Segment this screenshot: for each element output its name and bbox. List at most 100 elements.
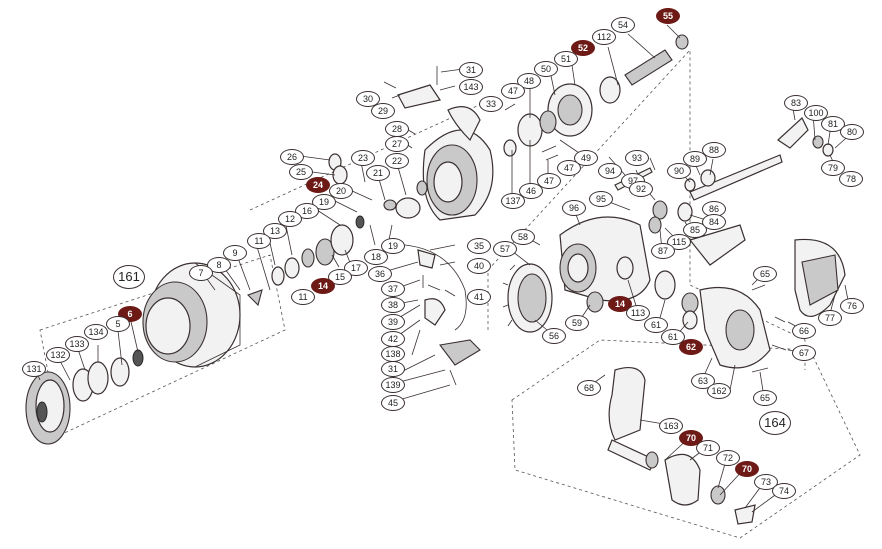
part-callout: 46 (519, 183, 543, 199)
part-callout: 96 (562, 200, 586, 216)
part-callout: 70 (679, 430, 703, 446)
spool-shaft-parts (246, 215, 365, 307)
side-cover (794, 238, 846, 317)
part-callout: 47 (537, 173, 561, 189)
part-callout: 74 (772, 483, 796, 499)
part-callout: 86 (702, 201, 726, 217)
part-callout: 131 (22, 361, 46, 377)
part-callout: 9 (223, 245, 247, 261)
part-callout: 47 (557, 160, 581, 176)
part-callout: 162 (707, 383, 731, 399)
part-callout: 30 (356, 91, 380, 107)
main-gear (502, 263, 553, 333)
part-callout: 139 (381, 377, 405, 393)
part-callout: 19 (312, 194, 336, 210)
part-callout: 7 (189, 265, 213, 281)
part-callout: 59 (565, 315, 589, 331)
leader-lines (34, 24, 855, 513)
part-callout: 67 (792, 345, 816, 361)
part-callout: 40 (467, 258, 491, 274)
part-callout: 24 (306, 177, 330, 193)
part-callout: 31 (381, 361, 405, 377)
part-callout: 47 (501, 83, 525, 99)
part-callout: 36 (368, 266, 392, 282)
part-callout: 89 (683, 151, 707, 167)
part-callout: 65 (753, 390, 777, 406)
part-callout: 56 (542, 328, 566, 344)
part-callout: 132 (46, 347, 70, 363)
part-callout: 78 (839, 171, 863, 187)
drag-knob (25, 371, 71, 445)
part-callout: 37 (381, 281, 405, 297)
part-callout: 61 (661, 329, 685, 345)
part-callout: 21 (366, 165, 390, 181)
part-callout: 61 (644, 317, 668, 333)
part-callout: 76 (840, 298, 864, 314)
part-callout: 50 (534, 61, 558, 77)
rotor (397, 84, 494, 221)
part-callout: 138 (381, 346, 405, 362)
part-callout: 163 (659, 418, 683, 434)
part-callout: 79 (821, 160, 845, 176)
group-label-161: 161 (113, 265, 145, 289)
part-callout: 55 (656, 8, 680, 24)
part-callout: 84 (702, 214, 726, 230)
part-callout: 94 (598, 163, 622, 179)
part-callout: 85 (683, 222, 707, 238)
part-callout: 80 (840, 124, 864, 140)
pinion-parts (328, 153, 428, 219)
part-callout: 54 (611, 17, 635, 33)
part-callout: 48 (517, 73, 541, 89)
handle-group-outline (511, 339, 861, 539)
part-callout: 12 (278, 211, 302, 227)
part-callout: 143 (459, 79, 483, 95)
part-callout: 95 (589, 191, 613, 207)
part-callout: 38 (381, 297, 405, 313)
group-label-164: 164 (759, 411, 791, 435)
part-callout: 93 (625, 150, 649, 166)
part-callout: 83 (784, 95, 808, 111)
part-callout: 70 (735, 461, 759, 477)
part-callout: 112 (592, 29, 616, 45)
part-callout: 66 (792, 323, 816, 339)
part-callout: 137 (501, 193, 525, 209)
part-callout: 27 (385, 136, 409, 152)
part-callout: 18 (364, 249, 388, 265)
part-callout: 62 (679, 339, 703, 355)
part-callout: 73 (754, 474, 778, 490)
part-callout: 68 (577, 380, 601, 396)
part-callout: 41 (467, 289, 491, 305)
part-callout: 29 (371, 103, 395, 119)
part-callout: 100 (804, 105, 828, 121)
part-callout: 42 (381, 331, 405, 347)
bearings-body (586, 256, 699, 330)
part-callout: 14 (608, 296, 632, 312)
part-callout: 113 (626, 305, 650, 321)
part-callout: 15 (328, 269, 352, 285)
part-callout: 49 (574, 150, 598, 166)
part-callout: 11 (247, 233, 271, 249)
part-callout: 13 (263, 223, 287, 239)
part-callout: 11 (291, 289, 315, 305)
part-callout: 23 (351, 150, 375, 166)
rotor-nut-stack (503, 34, 689, 157)
reel-body (559, 216, 771, 369)
spool-washers (72, 349, 144, 402)
gear-train (648, 169, 716, 234)
part-callout: 20 (329, 183, 353, 199)
part-callout: 19 (381, 238, 405, 254)
part-callout: 57 (493, 241, 517, 257)
part-callout: 71 (696, 440, 720, 456)
part-callout: 58 (511, 229, 535, 245)
part-callout: 87 (651, 243, 675, 259)
part-callout: 81 (821, 116, 845, 132)
part-callout: 8 (207, 257, 231, 273)
part-callout: 45 (381, 395, 405, 411)
part-callout: 134 (84, 324, 108, 340)
part-callout: 26 (280, 149, 304, 165)
part-callout: 65 (753, 266, 777, 282)
part-callout: 133 (65, 336, 89, 352)
part-callout: 77 (818, 310, 842, 326)
part-callout: 52 (571, 40, 595, 56)
